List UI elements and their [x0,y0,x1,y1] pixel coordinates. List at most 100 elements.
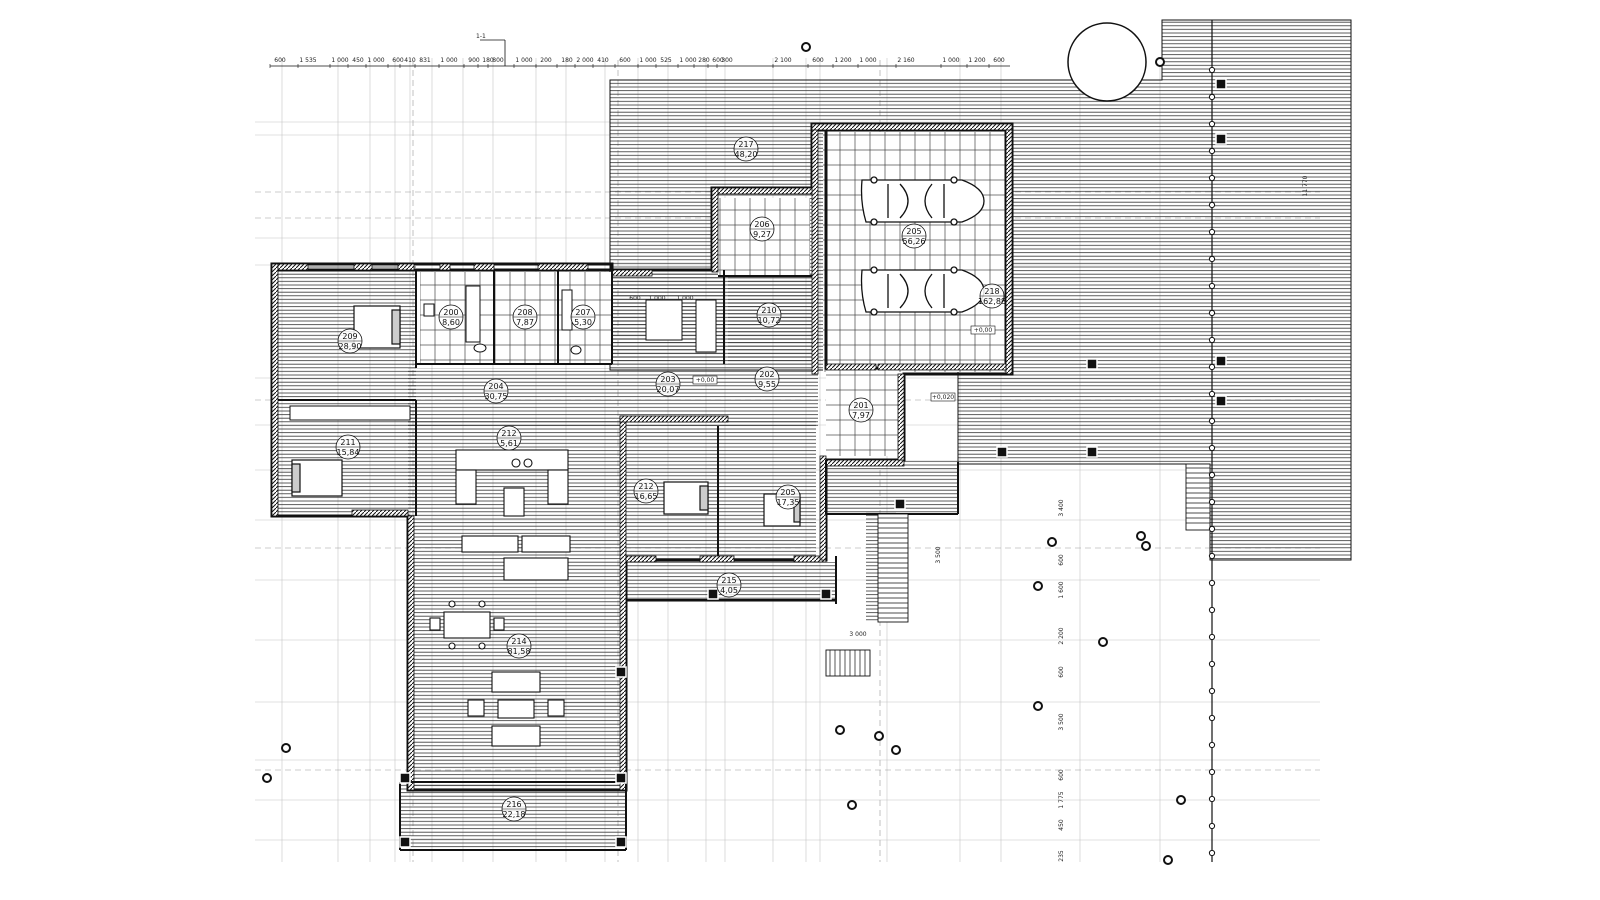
room-number: 202 [759,370,774,379]
column-post [615,772,627,784]
fence-post [1208,687,1216,695]
top-dimension-label: 2 160 [897,57,914,64]
fence-post [1208,552,1216,560]
wall-hatches [271,123,1013,791]
room-area: 7,87 [516,318,534,327]
column-post [1215,133,1227,145]
top-dimension-label: 180 [561,57,573,64]
wardrobe [289,405,411,421]
top-dimension-label: 180 [482,57,494,64]
room-area: 22,18 [503,810,526,819]
room-number: 205 [780,488,795,497]
room-number: 212 [501,429,516,438]
fence-post [1208,66,1216,74]
top-dimension-label: 1 200 [834,57,851,64]
top-dimension-label: 300 [721,57,733,64]
right-dimension-label: 600 [1058,554,1065,566]
room-number: 216 [506,800,521,809]
fence-post [1208,606,1216,614]
room-number: 205 [906,227,921,236]
kitchen-counter [455,449,569,517]
level-mark-box [692,375,718,385]
fence-post [1208,498,1216,506]
column-post [399,772,411,784]
column-post [996,446,1008,458]
car-top [860,176,985,226]
site-marker [1176,795,1186,805]
top-dimension-label: 600 [619,57,631,64]
top-dimension-label: 450 [352,57,364,64]
room-number: 211 [340,438,355,447]
room-area: 28,90 [339,342,362,351]
fence-post [1208,795,1216,803]
column-post [820,588,832,600]
bed-guest [291,459,343,497]
top-dimension-label: 1 000 [515,57,532,64]
right-dimension-label: 1 775 [1058,791,1065,808]
room-area: 5,61 [500,439,518,448]
bathroom-fixtures [423,285,717,355]
room-area: 15,84 [337,448,360,457]
right-dimension-label: 3 500 [1058,713,1065,730]
right-dimension-label: 3 400 [1058,499,1065,516]
level-marks: +0,00+0,00+0,020 [692,325,996,402]
site-marker [1033,581,1043,591]
top-dimension-label: 1 000 [942,57,959,64]
top-dimension-label: 600 [993,57,1005,64]
section-mark: 1-1 [476,33,486,40]
top-dimension-label: 600 [812,57,824,64]
fence-post [1208,768,1216,776]
room-number: 204 [488,382,503,391]
bed-kids-1 [663,481,709,515]
room-number: 210 [761,306,776,315]
right-dimension-label: 235 [1058,850,1065,862]
dining-table [429,600,505,650]
room-number: 209 [342,332,357,341]
fence-post [1208,255,1216,263]
fence-post [1208,525,1216,533]
level-mark: +0,00 [970,325,996,335]
top-dimension-label: 2 100 [774,57,791,64]
site-marker [1155,57,1165,67]
fence-post [1208,201,1216,209]
top-dimension-label: 900 [468,57,480,64]
site-marker [1098,637,1108,647]
room-number: 203 [660,375,675,384]
stair-steps [829,467,1210,676]
site-marker [262,773,272,783]
sofa-set [461,535,571,581]
column-post [1215,395,1227,407]
right-dimension-label: 1 600 [1058,581,1065,598]
top-dimension-label: 1 000 [331,57,348,64]
room-number: 217 [738,140,753,149]
column-post [894,498,906,510]
right-dimension-label: 600 [1058,769,1065,781]
fence-post [1208,714,1216,722]
fence-post [1208,228,1216,236]
top-dimension-label: 410 [404,57,416,64]
site-marker [835,725,845,735]
site-marker [1141,541,1151,551]
room-number: 208 [517,308,532,317]
fence-post [1208,741,1216,749]
level-mark-text: +0,00 [974,327,993,334]
fence-post [1208,363,1216,371]
top-dimension-label: 280 [698,57,710,64]
fence-post [1208,849,1216,857]
site-marker [1163,855,1173,865]
